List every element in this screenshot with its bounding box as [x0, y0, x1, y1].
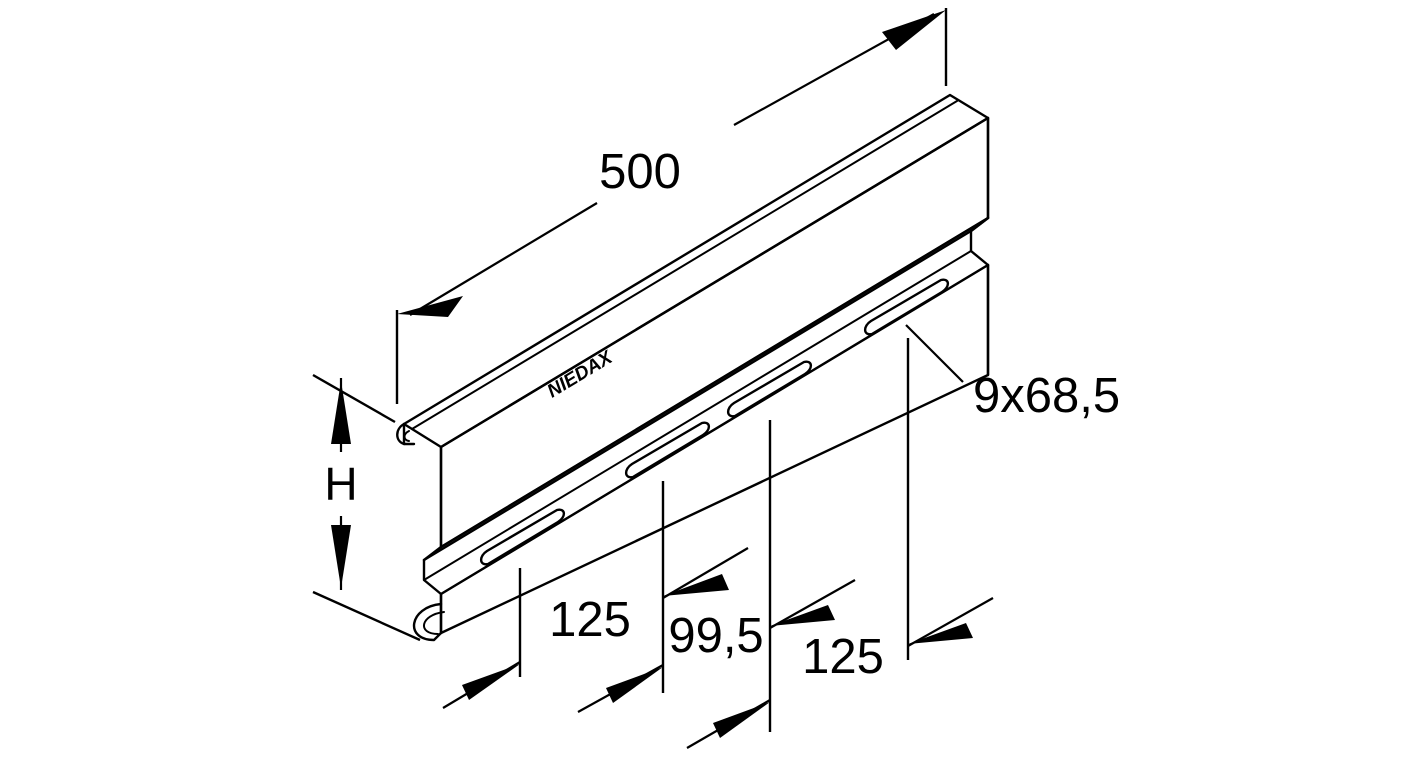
- arrow-spacing1-right: [606, 667, 663, 703]
- ext-line-height-bottom: [312, 590, 421, 642]
- dim-label-spacing3: 125: [802, 630, 884, 684]
- mid-step-upper-edge: [439, 216, 990, 549]
- dim-label-height: H: [324, 458, 357, 510]
- part-body: NIEDAX: [396, 93, 990, 642]
- slot-4: [863, 278, 950, 336]
- leader-line-slot-size: [905, 324, 964, 383]
- dim-line-spacing3-right: [907, 597, 994, 647]
- dimension-length-500: 500: [395, 8, 948, 404]
- dimension-height-H: H: [312, 373, 421, 642]
- arrow-spacing3-right: [908, 623, 973, 644]
- ext-line-height-top: [312, 373, 396, 424]
- bottom-hem-curl: [413, 602, 443, 642]
- arrow-spacing2-left: [663, 574, 729, 596]
- callout-label-slot-size: 9x68,5: [973, 369, 1120, 423]
- arrow-spacing1-left: [462, 664, 520, 700]
- dim-line-spacing3-left: [769, 579, 856, 629]
- dimension-spacing-99-5: 99,5: [662, 547, 771, 749]
- arrow-spacing3-left: [770, 605, 835, 626]
- arrow-length-left: [397, 296, 463, 317]
- dim-line-length-left: [409, 202, 598, 316]
- upper-flange-fold-line: [411, 100, 958, 430]
- bottom-hem-curl-inner: [422, 611, 445, 635]
- slot-1: [479, 508, 566, 566]
- slot-spacing-extension-lines: [518, 338, 910, 732]
- manufacturer-stamp: NIEDAX: [544, 347, 617, 403]
- upper-flange-front-face: [439, 116, 990, 549]
- arrow-height-up: [331, 381, 351, 444]
- arrow-length-right: [882, 10, 946, 50]
- right-end-step-notch: [969, 216, 990, 267]
- slot-group: [479, 278, 950, 566]
- dimension-spacing-125-last: 125: [769, 579, 994, 684]
- slot-2: [624, 421, 711, 479]
- dim-label-spacing2: 99,5: [668, 609, 763, 663]
- callout-slot-size: 9x68,5: [905, 324, 1120, 423]
- slot-3: [726, 360, 813, 418]
- mid-step-inner-fold: [423, 250, 972, 581]
- dimension-spacing-125-first: 125: [442, 593, 664, 713]
- dim-line-spacing2-left: [662, 547, 749, 599]
- dim-label-spacing1: 125: [549, 593, 631, 647]
- arrow-height-down: [331, 525, 351, 588]
- dim-label-length: 500: [599, 145, 681, 199]
- arrow-spacing2-right: [713, 702, 770, 738]
